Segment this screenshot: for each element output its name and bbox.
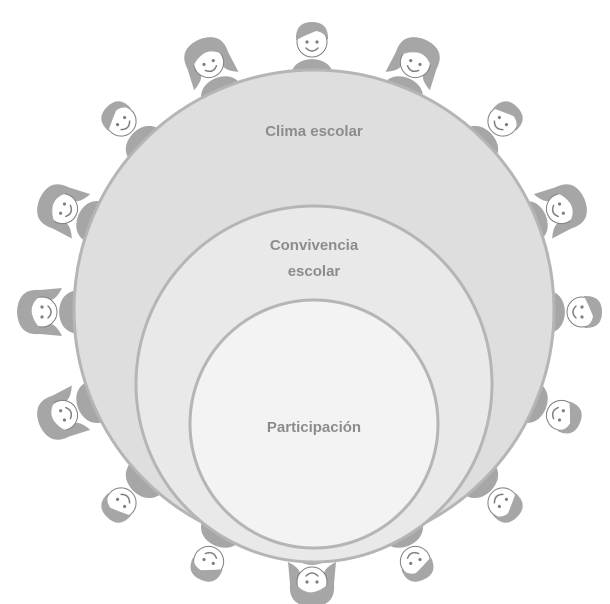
girl-face-icon <box>381 37 440 105</box>
middle-circle-label-line-2: escolar <box>288 263 341 280</box>
inner-circle-participacion <box>188 298 440 550</box>
middle-circle-label-line-1: Convivencia <box>270 237 359 254</box>
outer-circle-label: Clima escolar <box>265 123 363 140</box>
girl-face-icon <box>37 381 105 440</box>
people-ring <box>17 22 602 604</box>
inner-circle-label: Participación <box>267 419 361 436</box>
girl-face-icon <box>17 288 78 336</box>
